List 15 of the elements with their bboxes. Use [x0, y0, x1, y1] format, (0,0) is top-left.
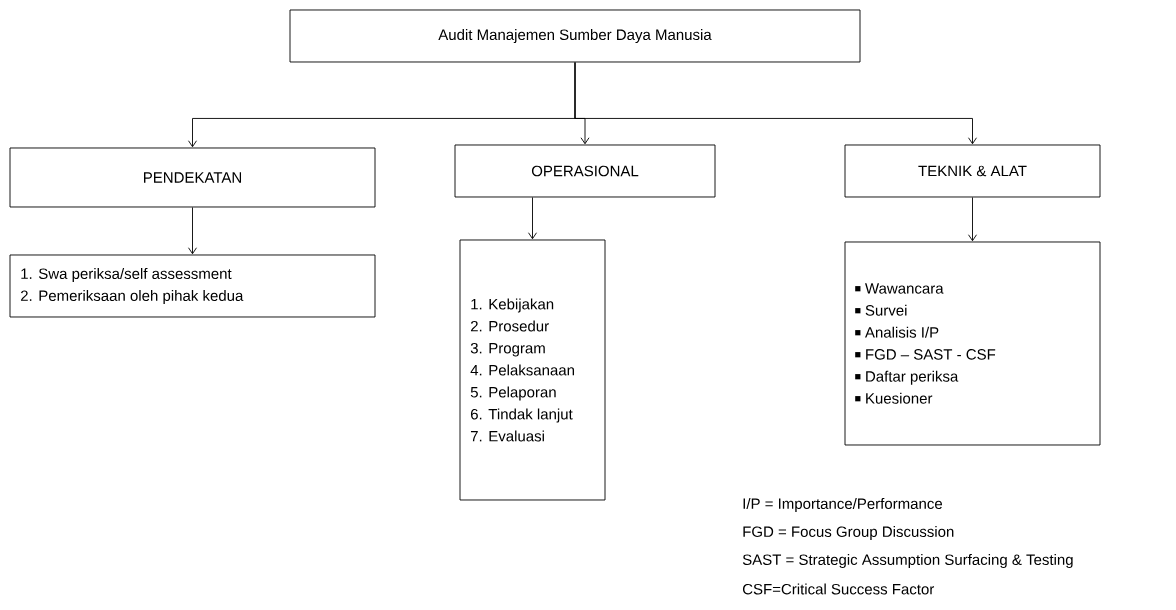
arrow	[968, 197, 977, 242]
numbered-list-box: 1. Kebijakan 2. Prosedur 3. Program 4. Pelaksanaan 5. Pelaporan 6. Tindak lanjut 7. Evaluasi	[459, 239, 606, 501]
abbreviation-note: I/P = Importance/Performance	[743, 498, 942, 512]
abbreviation-note: CSF=Critical Success Factor	[742, 583, 935, 595]
arrow	[528, 197, 537, 240]
abbreviation-note: FGD = Focus Group Discussion	[743, 526, 954, 540]
arrow	[574, 62, 977, 145]
title-box: Audit Manajemen Sumber Daya Manusia	[289, 9, 861, 63]
abbreviation-note: SAST = Strategic Assumption Surfacing & Testing	[742, 554, 1073, 568]
bullet-list-box: Wawancara Survei Analisis I/P FGD – SAST - CSF Daftar periksa Kuesioner	[844, 241, 1101, 446]
numbered-list-box: 1. Swa periksa/self assessment 2. Pemeriksaan oleh pihak kedua	[9, 254, 376, 318]
category-box: TEKNIK & ALAT	[844, 144, 1101, 198]
category-box: PENDEKATAN	[9, 147, 376, 208]
category-box: OPERASIONAL	[454, 144, 716, 198]
arrow	[188, 207, 197, 255]
